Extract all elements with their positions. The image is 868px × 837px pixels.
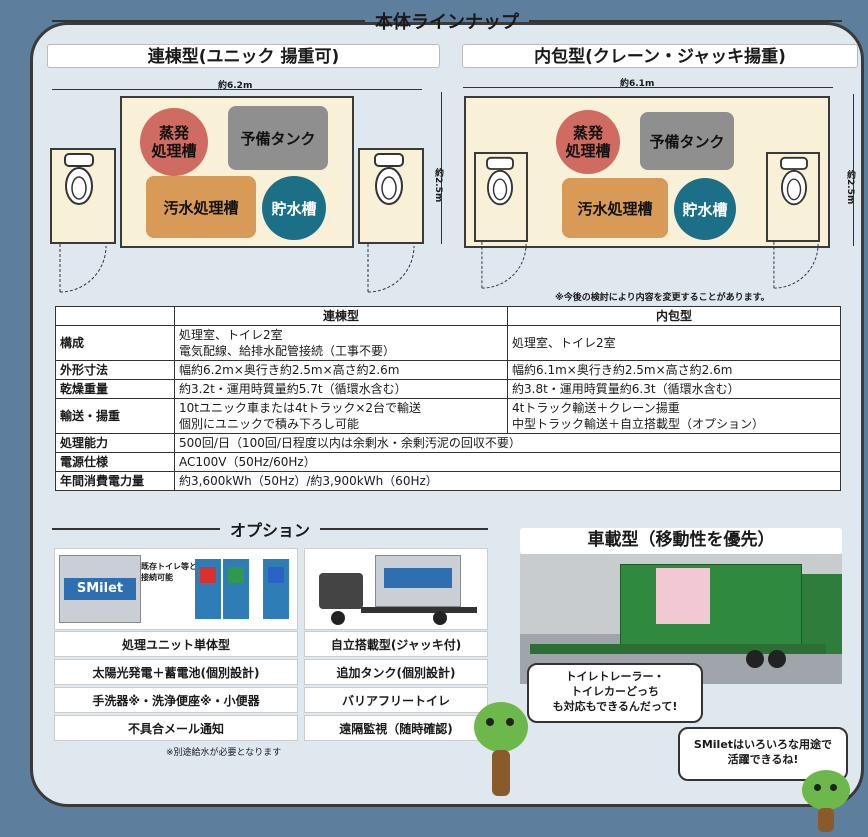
smilet-unit-graphic [375,555,461,607]
trailer-container [620,564,802,650]
naiho-evap-tank: 蒸発 処理槽 [556,110,620,174]
renmune-sewage-tank: 汚水処理槽 [146,176,256,238]
options-header: オプション [52,517,489,541]
lineup-note: ※今後の検討により内容を変更することがあります。 [555,293,770,303]
mascot-tree-character [800,770,854,834]
naiho-sewage-tank: 汚水処理槽 [562,178,668,238]
door-swing-icon [481,242,527,289]
naiho-spare-tank: 予備タンク [640,112,734,170]
trailer-bed [530,644,826,654]
renmune-width: 約6.2m [218,81,253,91]
wheel-icon [433,611,447,625]
lineup-header: 本体ラインナップ [52,8,842,34]
naiho-width: 約6.1m [620,79,655,89]
option-image-truck [304,548,488,630]
truck-icon [319,573,363,609]
table-row: 輸送・揚重 10tユニック車または4tトラック×2台で輸送 個別にユニックで積み… [55,398,841,434]
mascot-tree-character [470,702,532,800]
door-swing-icon [367,244,415,293]
table-row: 構成 処理室、トイレ2室 電気配線、給排水配管接続（工事不要） 処理室、トイレ2… [55,325,841,361]
options-title: オプション [230,521,311,540]
smilet-unit-graphic: SMilet [59,555,141,623]
restroom-male-icon [263,559,289,619]
option-item: 処理ユニット単体型 [54,631,298,657]
option-item: 追加タンク(個別設計) [304,659,488,685]
table-row: 年間消費電力量 約3,600kWh（50Hz）/約3,900kWh（60Hz） [55,471,841,491]
naiho-water-tank: 貯水槽 [674,178,736,240]
speech-bubble-1: トイレトレーラー・ トイレカーどっち も対応もできるんだって! [527,663,703,723]
naiho-height: 約2.5m [845,170,855,205]
smilet-logo: SMilet [64,578,136,600]
wheel-icon [768,650,786,668]
table-row: 外形寸法 幅約6.2m×奥行き約2.5m×高さ約2.6m 幅約6.1m×奥行き約… [55,360,841,380]
option-item: 遠隔監視（随時確認) [304,715,488,741]
restroom-accessible-icon [223,559,249,619]
truck-bed [361,607,477,613]
door-swing-icon [59,244,107,293]
naiho-title: 内包型(クレーン・ジャッキ揚重) [462,44,858,68]
options-footnote: ※別途給水が必要となります [166,748,282,758]
option-image-unit: SMilet 既存トイレ等と 接続可能 [54,548,298,630]
renmune-water-tank: 貯水槽 [262,176,326,240]
restroom-female-icon [195,559,221,619]
vehicle-title: 車載型（移動性を優先） [520,528,842,554]
unit-caption: 既存トイレ等と 接続可能 [141,562,197,582]
table-row: 電源仕様 AC100V（50Hz/60Hz） [55,452,841,472]
toilet-icon [486,156,514,206]
option-item: 不具合メール通知 [54,715,298,741]
spec-table: 連棟型 内包型 構成 処理室、トイレ2室 電気配線、給排水配管接続（工事不要） … [55,306,841,491]
option-item: 自立搭載型(ジャッキ付) [304,631,488,657]
door-swing-icon [773,242,819,289]
renmune-height: 約2.5m [433,168,443,203]
toilet-icon [780,156,808,206]
renmune-title: 連棟型(ユニック 揚重可) [47,44,440,68]
wheel-icon [746,650,764,668]
spec-header [55,306,175,326]
toilet-icon [64,153,94,205]
wheel-icon [331,611,345,625]
renmune-evap-tank: 蒸発 処理槽 [140,108,208,176]
vehicle-photo [520,554,842,684]
lineup-title: 本体ラインナップ [375,12,519,33]
option-item: バリアフリートイレ [304,687,488,713]
toilet-icon [374,153,404,205]
table-row: 処理能力 500回/日（100回/日程度以内は余剰水・余剰汚泥の回収不要） [55,433,841,453]
renmune-spare-tank: 予備タンク [228,106,328,170]
trailer-pink-panel [656,568,710,624]
option-item: 太陽光発電＋蓄電池(個別設計) [54,659,298,685]
spec-header: 内包型 [507,306,841,326]
spec-header: 連棟型 [174,306,508,326]
table-row: 乾燥重量 約3.2t・運用時質量約5.7t（循環水含む） 約3.8t・運用時質量… [55,379,841,399]
option-item: 手洗器※・洗浄便座※・小便器 [54,687,298,713]
